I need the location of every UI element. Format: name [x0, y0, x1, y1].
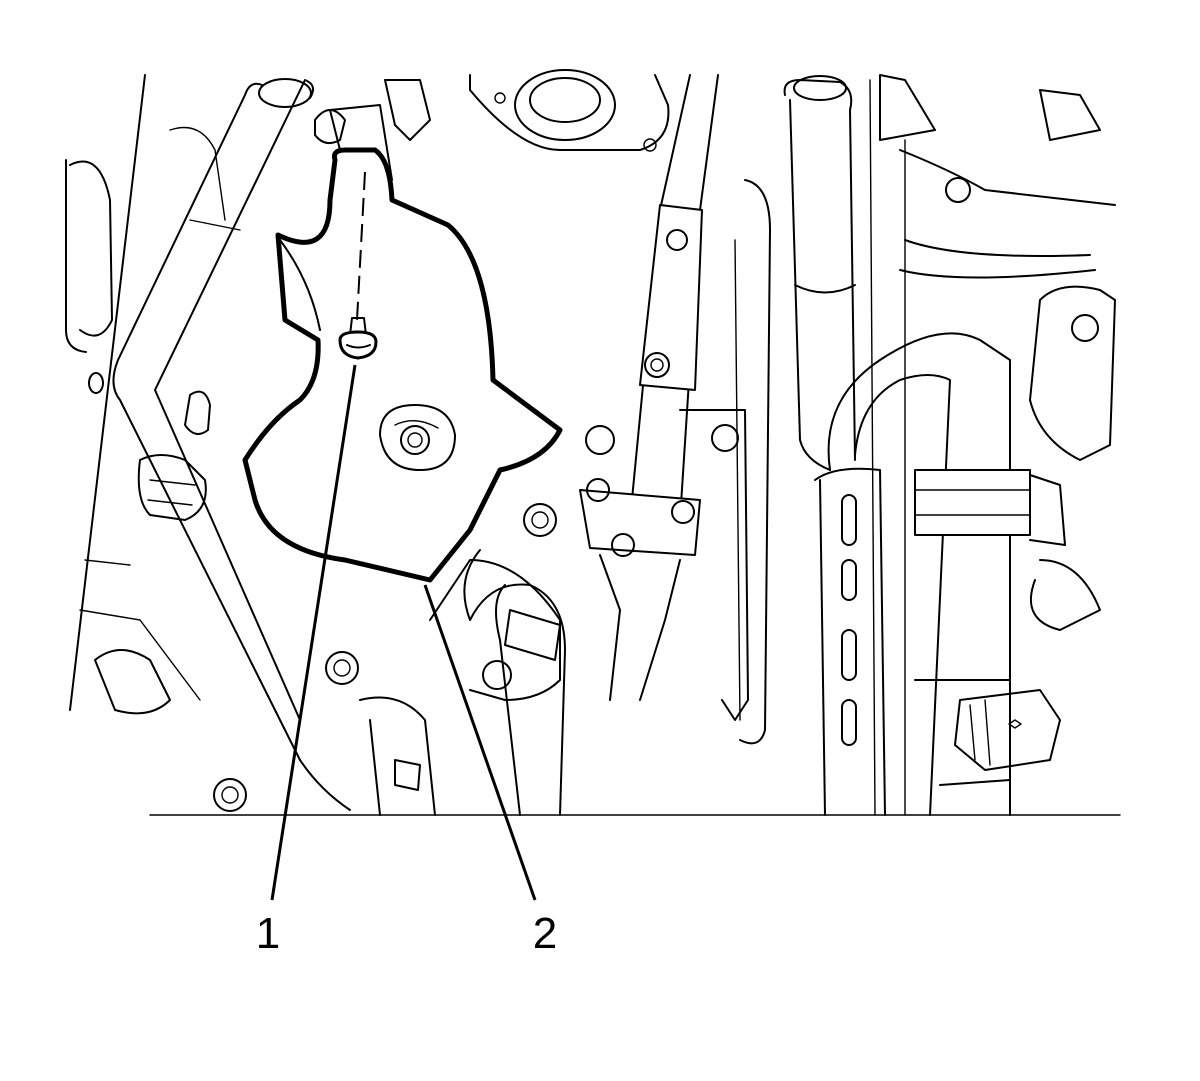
right-lower-bracket — [1030, 559, 1101, 631]
flange-bolt-2 — [671, 500, 695, 524]
heat-shield-stud — [400, 425, 430, 455]
right-upper-cable — [899, 149, 1116, 206]
upper-flange-nut — [585, 425, 615, 455]
center-lower-nut — [482, 660, 512, 690]
left-lower-bracket — [94, 649, 171, 715]
flange-bolt-1 — [586, 478, 610, 502]
left-hose-outer — [112, 82, 301, 761]
center-right-bracket — [679, 409, 749, 721]
right-mount-bolt — [1071, 314, 1099, 342]
heat-shield-boss — [379, 404, 456, 471]
top-right-connector — [879, 74, 936, 141]
u-hose-inner — [495, 584, 521, 816]
slot-4 — [841, 699, 857, 746]
heat-shield-stud-core — [407, 432, 423, 448]
top-right-clip — [1039, 89, 1101, 141]
right-tubes — [899, 239, 1096, 279]
right-hose-a-end — [793, 75, 847, 101]
top-port-hole-left — [494, 92, 506, 104]
top-port-plate — [469, 74, 670, 151]
left-fitting-lines — [147, 479, 196, 506]
bracket-bolt — [711, 424, 739, 452]
hose-clamp-tab — [1029, 474, 1066, 546]
callout-1-label: 1 — [256, 909, 280, 958]
lower-bolt-a — [325, 651, 359, 685]
right-panel-vertical-lines — [869, 79, 906, 816]
right-mount — [1029, 285, 1116, 461]
left-boss — [184, 390, 211, 435]
upper-center-grommet — [314, 109, 346, 145]
thin-tube-inner — [734, 239, 741, 721]
center-lower-connector — [504, 609, 561, 661]
hose-clamp-lines — [914, 489, 1031, 516]
right-hose-a-outer — [783, 79, 856, 461]
right-upper-bolt — [945, 177, 971, 203]
curved-hose-inner — [854, 374, 951, 816]
top-port-hole — [643, 138, 657, 152]
drain-plug — [954, 689, 1061, 771]
left-panel-inner — [69, 160, 113, 337]
left-fitting — [137, 454, 207, 521]
upper-left-details — [169, 126, 241, 231]
center-lower-housing — [429, 559, 561, 701]
left-frame-edge — [69, 74, 146, 711]
slot-1 — [841, 494, 857, 546]
lower-left-bend — [299, 759, 351, 811]
lower-left-bolt — [213, 778, 247, 812]
heat-shield — [242, 147, 563, 583]
drain-plug-boss — [914, 679, 1011, 786]
right-hose-a-inner — [789, 99, 831, 471]
heat-shield-boss-rim — [394, 420, 439, 429]
curved-hose-outer — [827, 332, 1011, 816]
bolt — [338, 171, 378, 360]
flange-body — [599, 554, 681, 701]
upper-center-clip — [384, 79, 431, 141]
rod-flange — [579, 489, 701, 556]
slot-2 — [841, 559, 857, 601]
left-hose-inner — [154, 79, 315, 721]
drain-plug-flats — [969, 699, 991, 766]
left-hose-end — [258, 78, 312, 108]
slotted-panel-edge — [819, 479, 826, 816]
callout-1-leader — [270, 364, 357, 901]
rod-clamp-bolt-top — [666, 229, 688, 251]
rod-clamp — [639, 204, 703, 391]
bolt-flange — [346, 344, 371, 349]
slotted-panel-left — [814, 467, 886, 816]
rod-clamp-bolt-bottom — [644, 352, 670, 378]
left-panel — [65, 159, 87, 353]
slot-3 — [841, 629, 857, 681]
center-bolt-core — [531, 511, 549, 529]
flange-bolt-3 — [611, 533, 635, 557]
lower-left-bolt-core — [221, 786, 239, 804]
rod-clamp-bolt-core — [650, 358, 664, 372]
heat-shield-fold — [279, 239, 321, 331]
left-detail-lines — [79, 559, 201, 701]
hose-clamp — [914, 469, 1031, 536]
engine-bay-linework — [65, 69, 1121, 816]
callout-2-leader — [423, 584, 537, 901]
lower-bolt-a-core — [333, 659, 351, 677]
top-port-inner — [529, 77, 601, 123]
right-hose-a-ring — [794, 284, 856, 294]
left-panel-hole — [88, 372, 104, 394]
callout-2-label: 2 — [533, 909, 557, 958]
lower-center-pipe — [359, 696, 436, 816]
thin-tube — [739, 179, 771, 745]
lower-clip — [394, 759, 421, 791]
center-bolt — [523, 503, 557, 537]
top-port-outer — [514, 69, 616, 141]
